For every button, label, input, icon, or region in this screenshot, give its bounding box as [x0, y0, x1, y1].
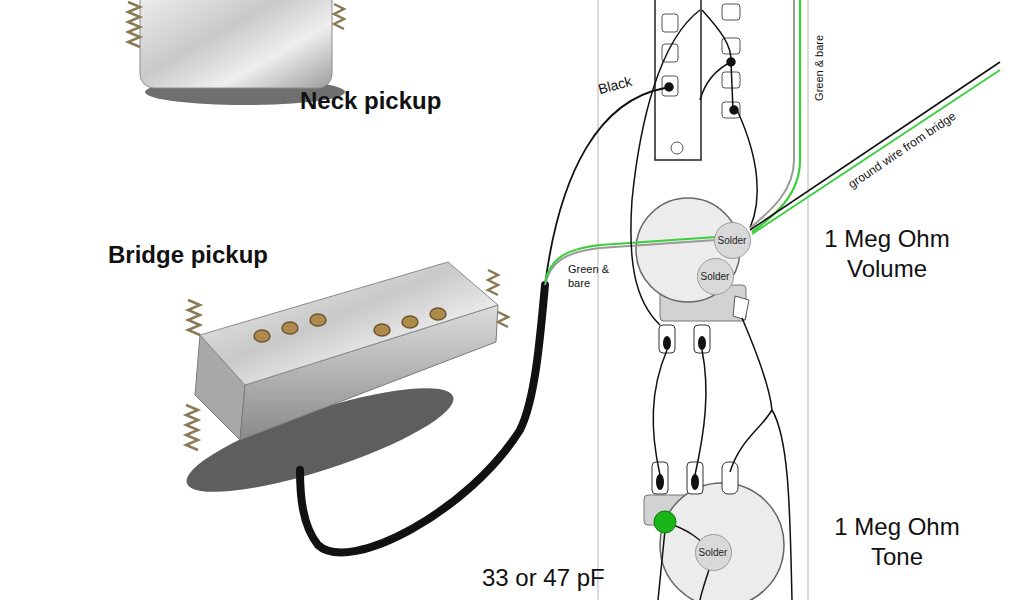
solder-joint: Solder — [695, 534, 732, 571]
volume-pot — [698, 336, 706, 350]
pickup-wires — [300, 285, 545, 552]
tone-pot — [644, 462, 784, 600]
bridge-pickup-drawing — [402, 316, 418, 328]
pot-wires — [695, 350, 706, 475]
switch-jumpers — [665, 10, 738, 114]
solder-label: Solder — [699, 547, 728, 558]
solder-joint: Solder — [714, 222, 751, 259]
ground-wires — [750, 0, 794, 228]
ground-wires — [750, 62, 1000, 230]
bridge-pickup-drawing — [430, 308, 446, 320]
bridge-pickup-drawing — [310, 314, 326, 326]
pot-wires — [730, 318, 772, 472]
solder-joint: Solder — [697, 258, 734, 295]
bridge-pickup-drawing — [186, 405, 198, 450]
ground-wires — [752, 0, 800, 232]
selector-switch — [662, 76, 678, 96]
pickup-wires — [631, 10, 700, 325]
pot-wires — [772, 410, 792, 600]
wire-note-label: ground wire from bridge — [845, 108, 958, 191]
ground-wires — [737, 0, 1000, 234]
bridge-pickup-drawing — [282, 322, 298, 334]
bridge-pickup-drawing — [200, 262, 498, 385]
pickup-wires — [300, 10, 716, 552]
tone-pot — [652, 462, 668, 494]
wire-color-label: Green & bare — [568, 263, 620, 291]
bridge-pickup-drawing — [188, 300, 200, 335]
selector-switch — [655, 0, 701, 160]
solder-label: Solder — [701, 271, 730, 282]
tone-pot — [660, 483, 784, 600]
capacitor — [658, 530, 665, 600]
solder-label: Solder — [718, 235, 747, 246]
part-value: 1 Meg Ohm Tone — [822, 512, 972, 572]
switch-jumpers — [731, 62, 733, 110]
neck-pickup-drawing — [140, 0, 332, 88]
volume-pot — [733, 296, 749, 320]
part-name: Bridge pickup — [108, 240, 268, 270]
neck-pickup-drawing — [334, 4, 344, 29]
part-value: 1 Meg Ohm Volume — [812, 224, 962, 284]
capacitor — [654, 511, 676, 533]
selector-switch — [671, 142, 683, 154]
bridge-pickup-drawing — [178, 262, 508, 512]
volume-pot — [659, 325, 675, 353]
ground-wires — [752, 70, 1000, 234]
tone-pot — [691, 474, 699, 490]
volume-pot — [694, 325, 710, 353]
tone-pot — [687, 462, 703, 494]
neck-pickup-drawing — [128, 2, 140, 47]
part-value: 33 or 47 pF — [482, 563, 605, 593]
selector-switch — [662, 14, 678, 32]
bridge-pickup-drawing — [374, 324, 390, 336]
tone-pot — [656, 474, 664, 490]
tone-pot — [722, 462, 738, 494]
volume-pot — [663, 336, 671, 350]
switch-jumpers — [665, 83, 673, 91]
selector-switch — [655, 0, 740, 160]
wire-color-label: Black — [596, 73, 634, 99]
switch-jumpers — [700, 62, 731, 100]
wire-color-label: Green & bare — [813, 35, 827, 101]
bridge-pickup-drawing — [498, 312, 508, 327]
switch-jumpers — [702, 10, 731, 62]
selector-switch — [722, 4, 740, 20]
part-name: Neck pickup — [300, 86, 441, 116]
ground-wires — [737, 110, 757, 228]
pot-wires — [653, 350, 667, 475]
pot-wires — [653, 318, 792, 600]
bridge-pickup-drawing — [254, 308, 446, 342]
bridge-pickup-drawing — [488, 270, 498, 295]
bridge-pickup-drawing — [254, 330, 270, 342]
switch-jumpers — [730, 106, 738, 114]
switch-jumpers — [727, 58, 735, 66]
